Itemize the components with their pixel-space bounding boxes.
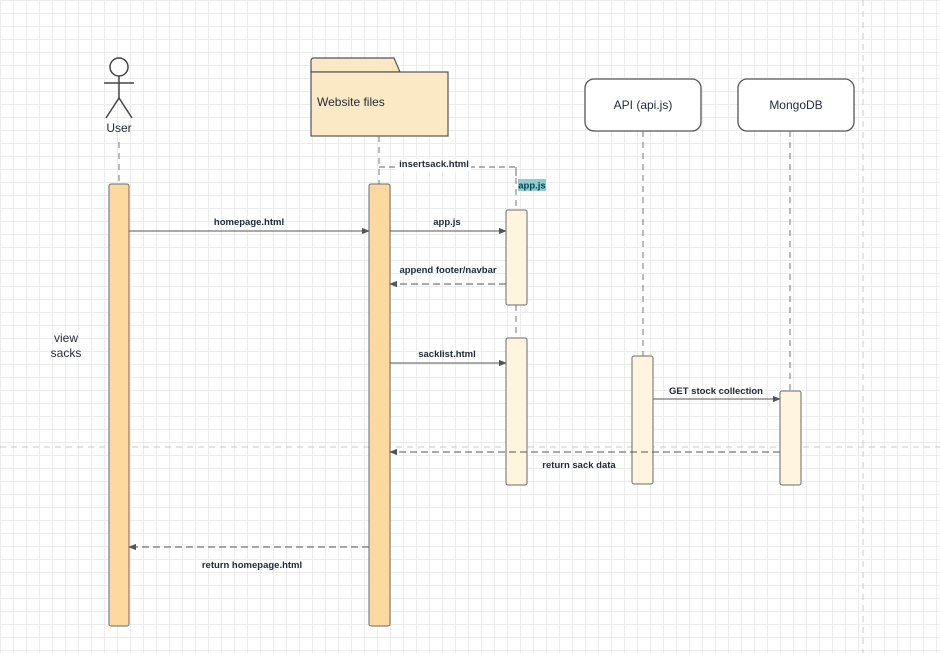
participant-mongodb[interactable]: MongoDB xyxy=(737,78,855,132)
message-return-homepage-label: return homepage.html xyxy=(202,560,302,571)
mongodb-box xyxy=(737,78,855,132)
folder-tab-icon xyxy=(310,57,401,73)
insertsack-label: insertsack.html xyxy=(399,159,469,170)
message-get-stock-label: GET stock collection xyxy=(669,386,763,397)
participant-website-files[interactable]: Website files xyxy=(310,57,449,137)
mongodb-label: MongoDB xyxy=(769,98,822,112)
appjs-tag-label: app.js xyxy=(518,181,545,192)
api-label: API (api.js) xyxy=(614,98,673,112)
actor-user[interactable]: User xyxy=(104,57,134,135)
activation-appjs-2[interactable] xyxy=(505,337,528,486)
side-note-line-2: sacks xyxy=(51,346,82,360)
actor-head-icon xyxy=(109,57,129,77)
activation-mongodb[interactable] xyxy=(779,390,802,486)
participant-api[interactable]: API (api.js) xyxy=(584,78,702,132)
activation-api[interactable] xyxy=(631,355,654,485)
activation-website-files[interactable] xyxy=(368,183,391,627)
message-append-footer-label: append footer/navbar xyxy=(399,265,496,276)
actor-user-label: User xyxy=(106,121,131,135)
insertsack-label-bg xyxy=(397,159,471,171)
message-sacklist-label: sacklist.html xyxy=(418,349,476,360)
folder-body xyxy=(310,71,449,137)
activation-user[interactable] xyxy=(108,183,130,627)
activation-appjs-1[interactable] xyxy=(505,209,528,306)
website-files-label: Website files xyxy=(317,95,385,109)
message-appjs-label: app.js xyxy=(433,217,460,228)
appjs-tag-highlight xyxy=(518,179,546,191)
message-return-sack-label: return sack data xyxy=(542,460,616,471)
message-homepage-label: homepage.html xyxy=(214,217,284,228)
side-note-line-1: view xyxy=(54,331,78,345)
